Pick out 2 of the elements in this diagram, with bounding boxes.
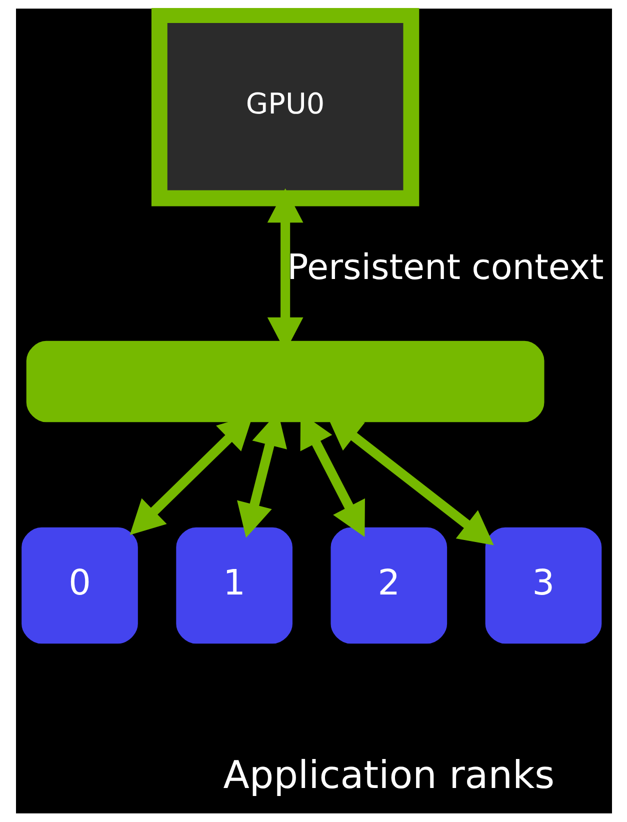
edge-label: Persistent context	[286, 246, 604, 288]
label: Application ranks	[222, 754, 554, 798]
